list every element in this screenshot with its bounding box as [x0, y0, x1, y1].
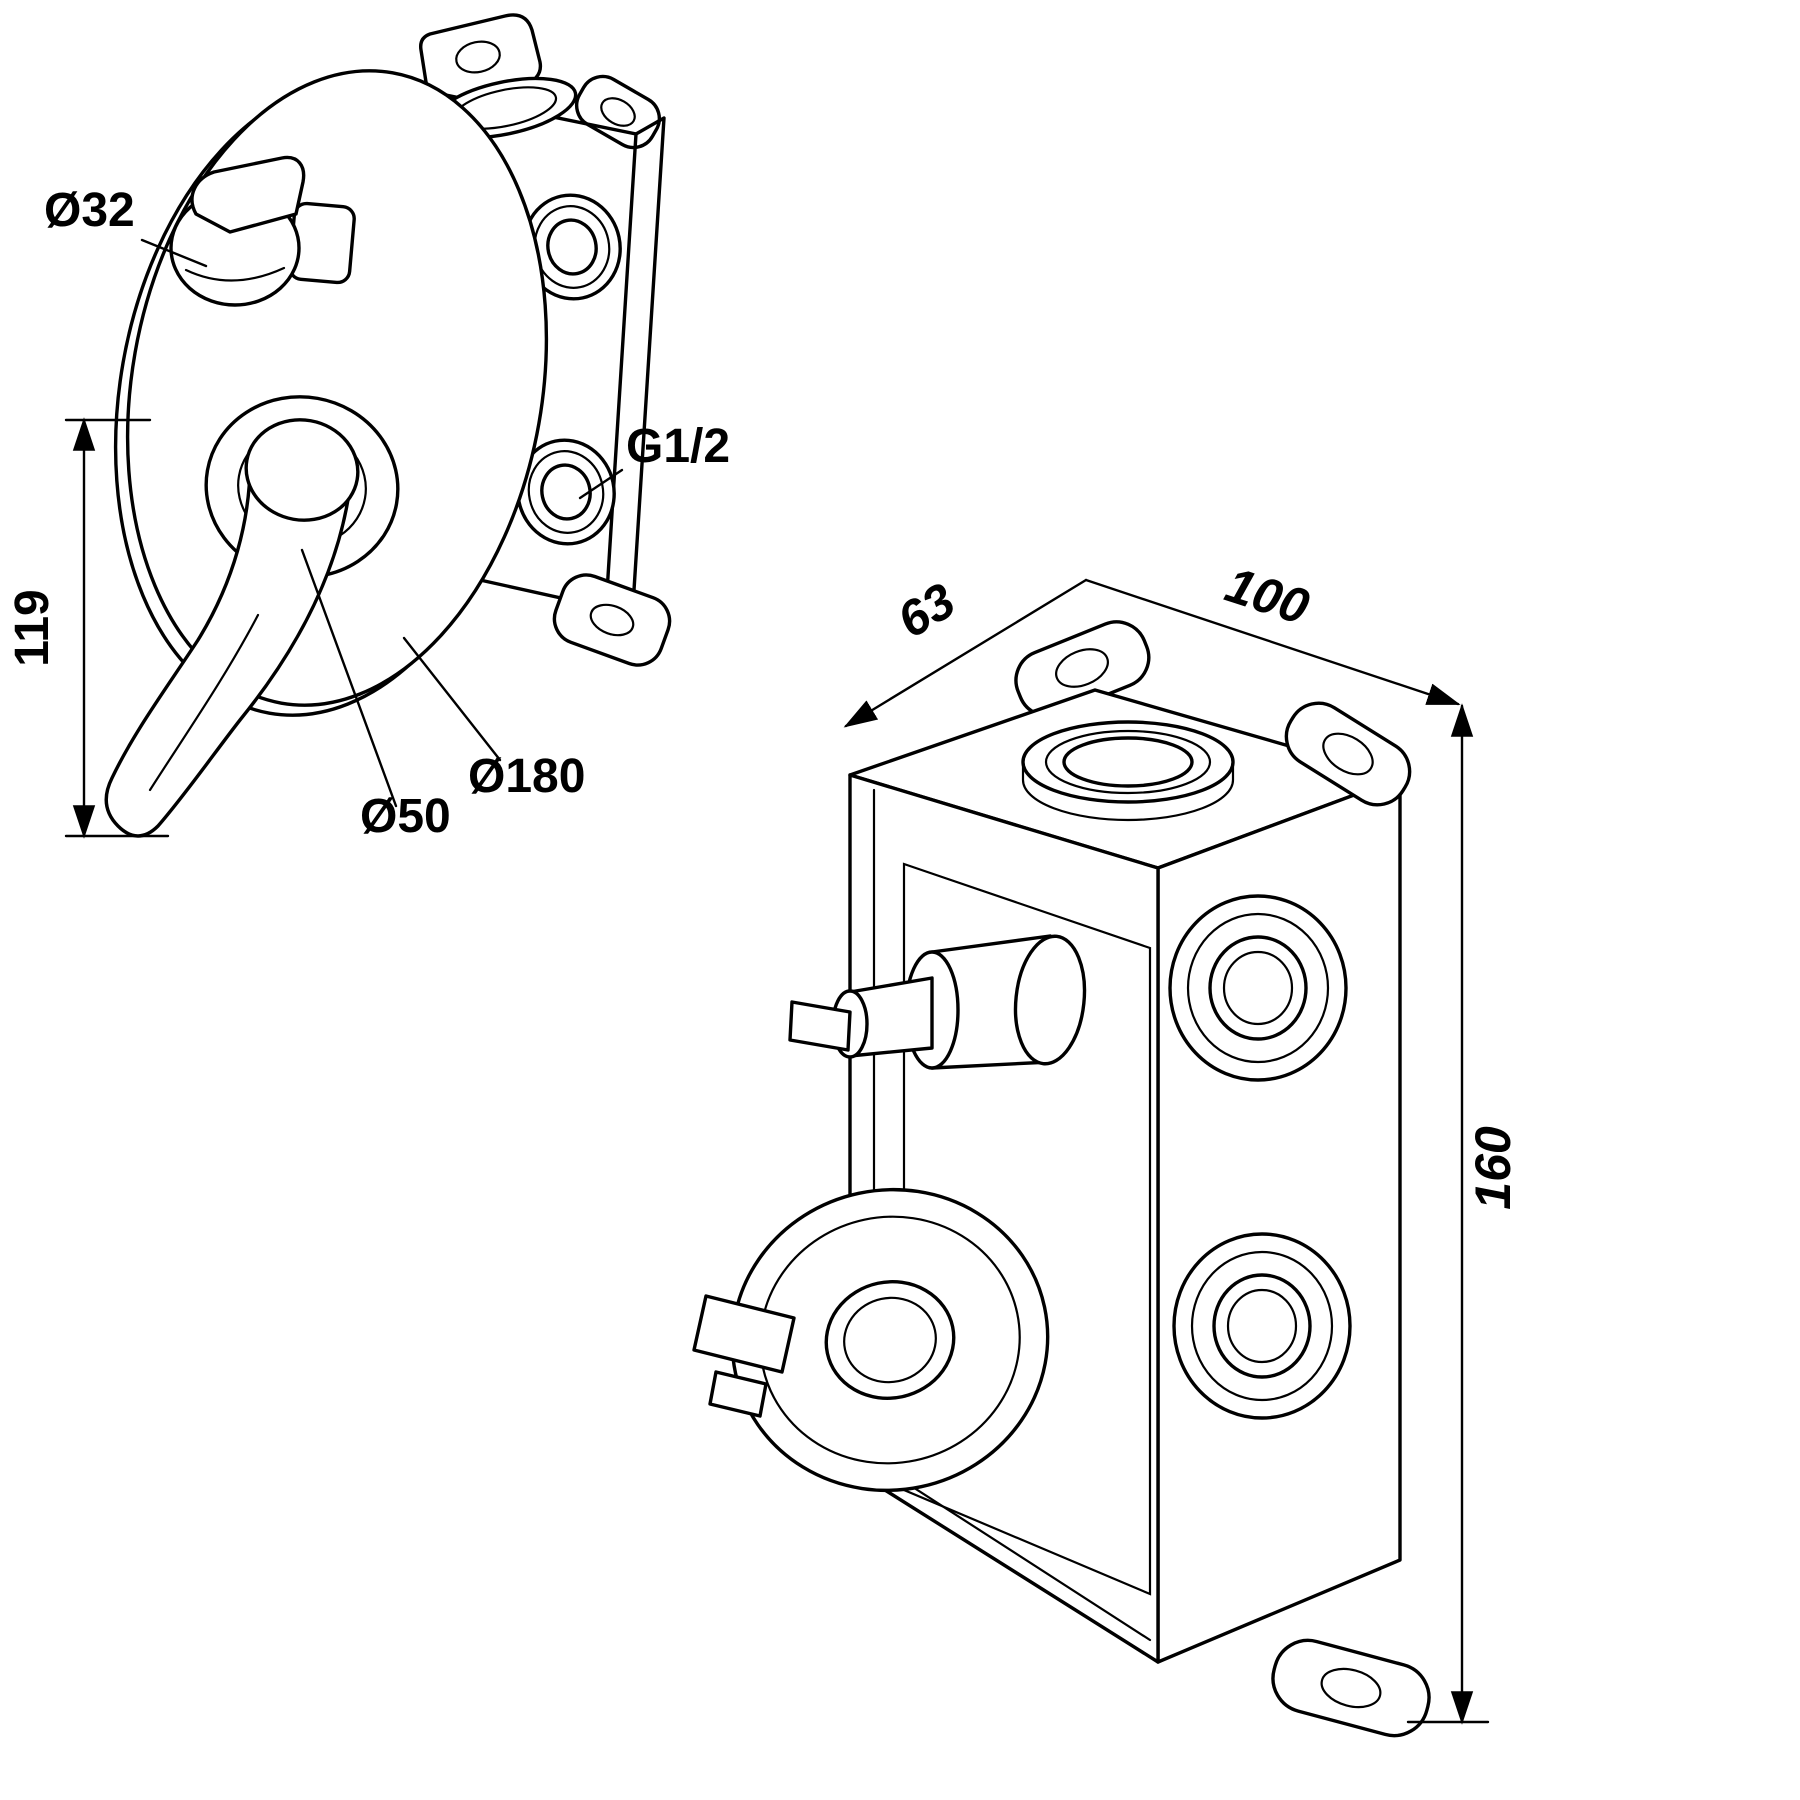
dome-tab [692, 1294, 796, 1374]
dim-width: 100 [1219, 556, 1316, 635]
dim-handle-base-diameter: Ø50 [360, 790, 451, 843]
frame-bottom-inner-edge [872, 1460, 1152, 1642]
mixer-handle [104, 395, 400, 838]
top-bracket-lug-hole [600, 97, 636, 127]
concealed-box-rear [370, 13, 672, 667]
dim-plate-diameter: Ø180 [468, 750, 585, 803]
leader-plate [402, 636, 502, 762]
box-lug-top-center-hole [1055, 648, 1109, 688]
dim-knob-diameter: Ø32 [44, 184, 135, 237]
stem-tip [788, 1000, 852, 1052]
top-bracket-hole [455, 40, 501, 74]
dim-height: 160 [1465, 1126, 1521, 1210]
box-top-port [1021, 720, 1235, 822]
box-lug-bottom-right [1271, 1638, 1431, 1738]
knob-detail-line [184, 266, 286, 282]
dim-connection-thread: G1/2 [626, 420, 730, 473]
dim-63-line [843, 578, 1088, 728]
valve-dome-cap [692, 1187, 1050, 1493]
dome-notch [708, 1370, 768, 1418]
box-body-depth [604, 116, 666, 610]
rough-in-box-drawing: 63 100 160 [692, 556, 1521, 1738]
knob-lever [190, 155, 306, 234]
dim-lever-height: 119 [6, 589, 59, 666]
leader-thread [578, 468, 624, 500]
box-port-lower [516, 438, 616, 546]
box-side-port-upper [1168, 894, 1348, 1082]
handle-detail-line [148, 613, 260, 792]
leader-hub [300, 548, 398, 808]
dim-100-line [1084, 578, 1461, 706]
bottom-bracket [552, 573, 672, 667]
leader-knob [140, 238, 208, 268]
top-bracket-lug [574, 74, 662, 150]
front-view-drawing: 119 Ø32 Ø50 Ø180 G1/2 [6, 13, 730, 843]
diverter-knob [169, 155, 356, 307]
face-plate [125, 69, 549, 707]
bottom-bracket-hole [589, 603, 635, 637]
box-lug-bottom-right-hole [1320, 1667, 1382, 1709]
front-view-dimensions: 119 Ø32 Ø50 Ø180 G1/2 [6, 184, 730, 843]
dim-depth: 63 [888, 572, 965, 649]
box-lug-top-right [1284, 701, 1412, 807]
valve-stem [788, 934, 1087, 1070]
handle-collar [244, 418, 360, 522]
box-lug-top-right-hole [1322, 732, 1374, 776]
box-side-port-lower [1172, 1232, 1352, 1420]
